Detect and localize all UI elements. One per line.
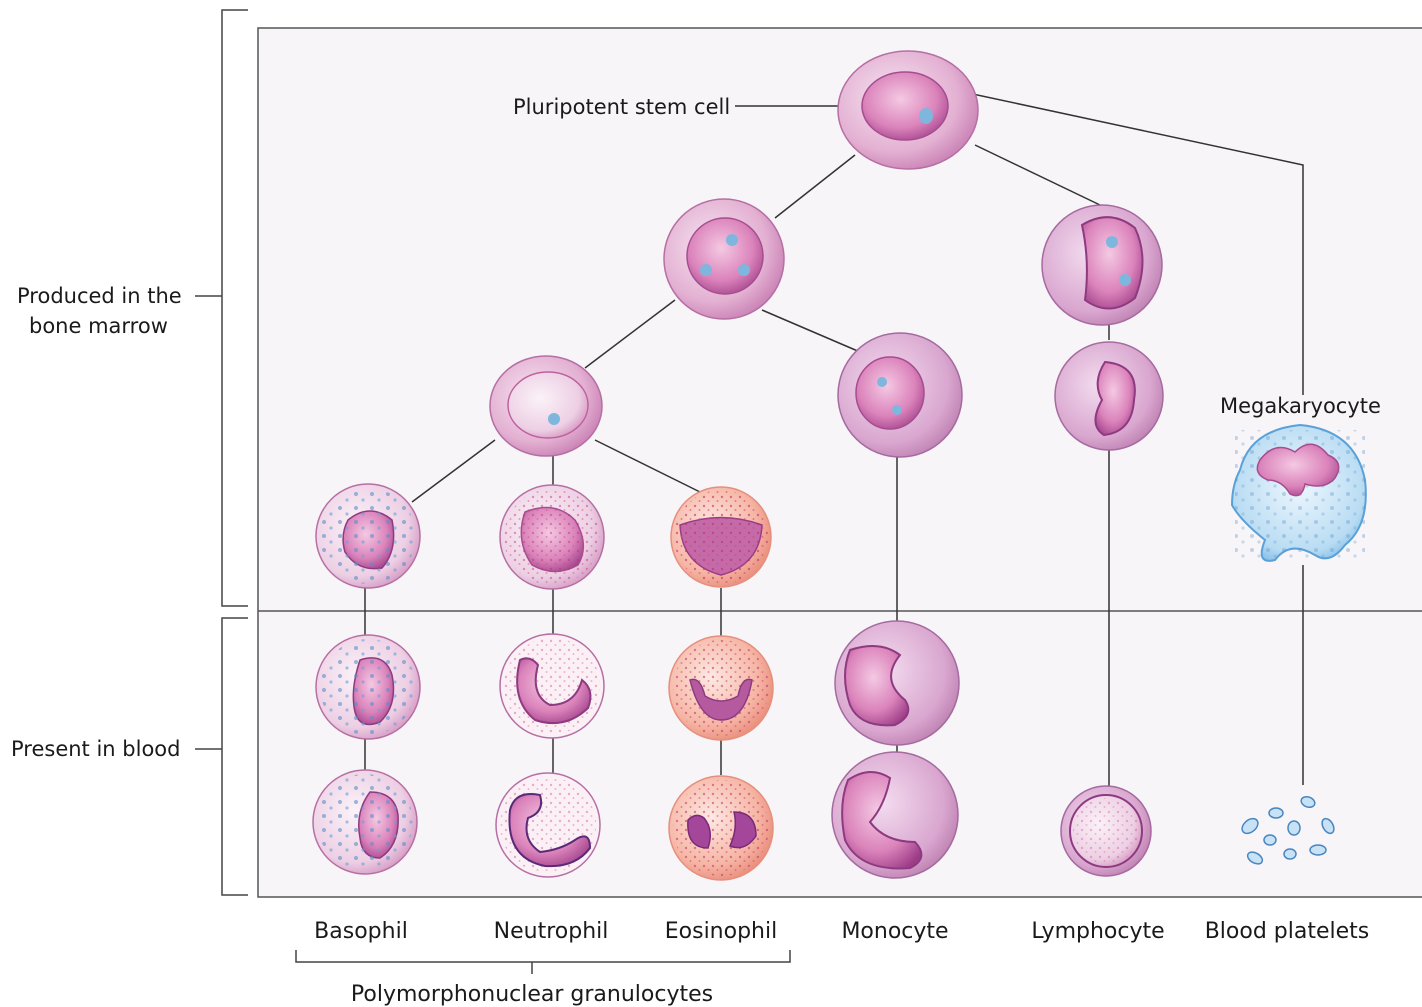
caption-blood-platelets: Blood platelets (1205, 919, 1370, 944)
basophil-cell (313, 770, 417, 874)
blood-label: Present in blood (11, 737, 180, 761)
granulocyte-progenitor-cell (490, 356, 602, 456)
neutrophil-cell (496, 773, 600, 877)
megakaryocyte-cell (1232, 425, 1366, 561)
neutrophil-band (500, 634, 604, 738)
bone-marrow-label-line2: bone marrow (29, 314, 168, 338)
caption-neutrophil: Neutrophil (494, 919, 609, 944)
neutrophil-myelocyte (500, 485, 604, 589)
caption-monocyte: Monocyte (841, 919, 948, 944)
caption-eosinophil: Eosinophil (665, 919, 777, 944)
eosinophil-cell (669, 776, 773, 880)
basophil-myelocyte (316, 484, 420, 588)
bone-marrow-label-line1: Produced in the (17, 284, 182, 308)
lymphocyte-cell (1061, 786, 1151, 876)
lymphoid-progenitor-cell (1042, 205, 1162, 325)
stem-cell-label: Pluripotent stem cell (513, 95, 730, 119)
eosinophil-band (669, 636, 773, 740)
monocyte-young (835, 621, 959, 745)
lymphoblast-cell (1055, 342, 1163, 450)
monoblast-cell (838, 333, 962, 457)
basophil-band (316, 635, 420, 739)
bone-marrow-bracket (195, 10, 248, 606)
myeloid-progenitor-cell (664, 199, 784, 319)
caption-basophil: Basophil (314, 919, 408, 944)
polymorphonuclear-label: Polymorphonuclear granulocytes (351, 982, 713, 1007)
megakaryocyte-label: Megakaryocyte (1220, 394, 1381, 418)
granulocyte-bracket (296, 950, 790, 974)
pluripotent-stem-cell (838, 51, 978, 169)
monocyte-cell (832, 752, 958, 878)
blood-bracket (195, 618, 248, 895)
eosinophil-myelocyte (671, 487, 771, 587)
caption-lymphocyte: Lymphocyte (1031, 919, 1164, 944)
